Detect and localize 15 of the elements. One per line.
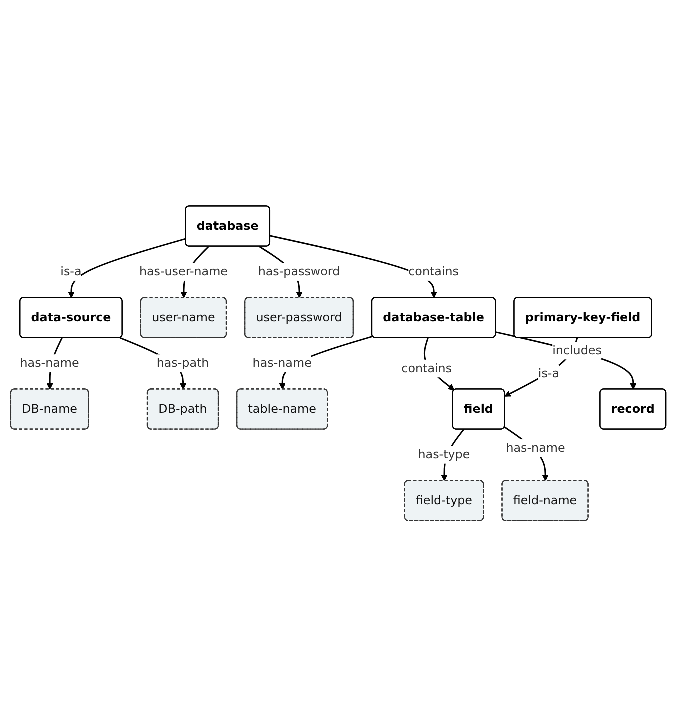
edge-label: has-name bbox=[252, 356, 312, 370]
edge-label: has-password bbox=[258, 264, 340, 279]
edge-label: has-type bbox=[418, 448, 470, 462]
arrow bbox=[496, 332, 637, 390]
edge-label: contains bbox=[402, 361, 452, 376]
edge-label: is-a bbox=[538, 366, 560, 381]
edge-label: contains bbox=[408, 264, 459, 279]
edge-label: has-path bbox=[156, 356, 210, 370]
edge-label: includes bbox=[552, 343, 602, 358]
arrow bbox=[68, 238, 186, 298]
edge-label: is-a bbox=[60, 264, 82, 279]
edge-label: has-name bbox=[20, 356, 80, 370]
edge-label: has-user-name bbox=[139, 264, 228, 279]
arrow bbox=[270, 235, 438, 298]
edge-label: has-name bbox=[506, 441, 566, 456]
